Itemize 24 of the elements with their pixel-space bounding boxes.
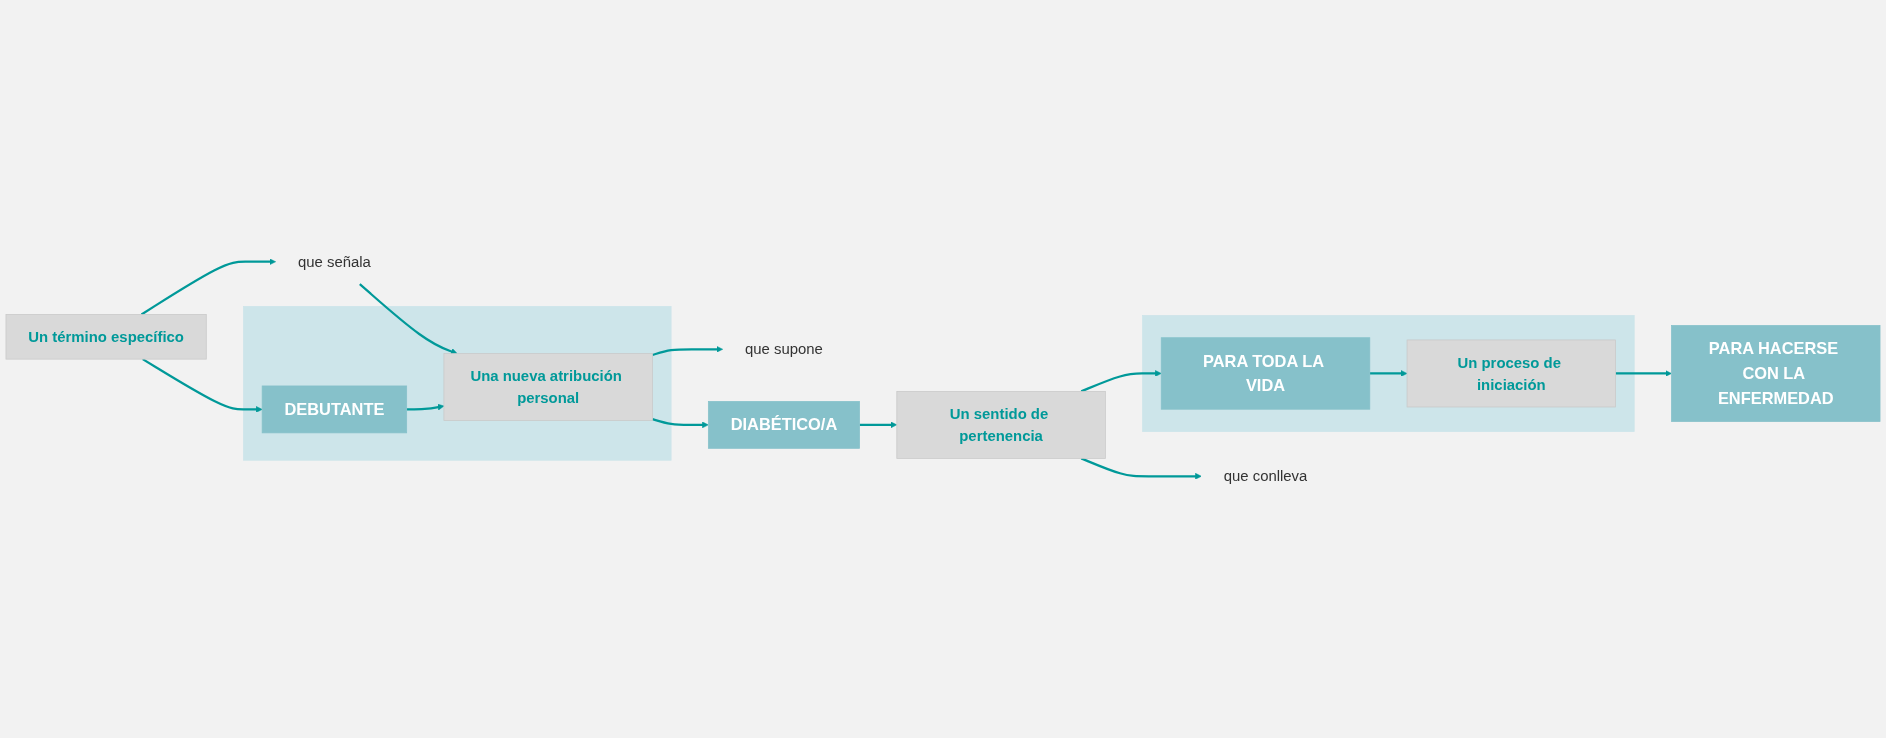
arrow — [359, 283, 458, 355]
arrow — [1080, 370, 1162, 393]
arrow — [142, 358, 263, 413]
node-box: Un sentido de pertenencia — [896, 391, 1106, 459]
arrow — [140, 258, 276, 316]
arrow — [859, 421, 898, 429]
node-text: que conlleva — [1223, 468, 1308, 485]
node-box: Un término específico — [5, 314, 207, 360]
cluster — [243, 306, 672, 461]
arrow — [1369, 370, 1408, 377]
node-box: Una nueva atribución personal — [443, 353, 653, 421]
cluster — [1142, 315, 1635, 432]
node-text: que señala — [297, 253, 371, 270]
arrow — [1615, 370, 1672, 377]
arrow — [652, 418, 709, 429]
node-box: DIABÉTICO/A — [708, 401, 860, 449]
arrow — [652, 346, 723, 357]
node-box: Un proceso de iniciación — [1406, 339, 1616, 408]
node-box: PARA TODA LA VIDA — [1160, 337, 1371, 410]
arrow — [406, 403, 445, 411]
node-text: que supone — [745, 341, 823, 358]
node-box: DEBUTANTE — [261, 385, 408, 434]
arrow — [1080, 457, 1202, 480]
node-box: PARA HACERSE CON LA ENFERMEDAD — [1671, 325, 1881, 422]
